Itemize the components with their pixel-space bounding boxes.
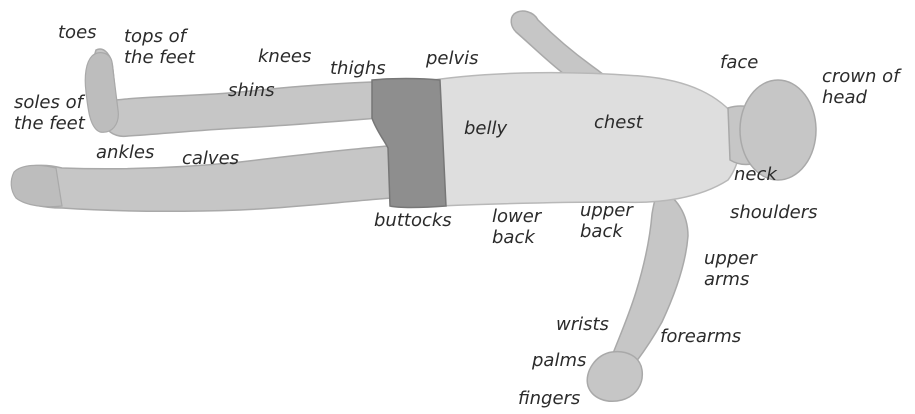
label-neck: neck <box>734 164 777 185</box>
label-belly: belly <box>464 118 507 139</box>
label-upper-arms: upper arms <box>704 248 757 290</box>
label-shoulders: shoulders <box>730 202 818 223</box>
label-lower-back: lower back <box>492 206 541 248</box>
label-upper-back: upper back <box>580 200 633 242</box>
label-pelvis: pelvis <box>426 48 479 69</box>
lower-foot <box>11 165 62 206</box>
label-wrists: wrists <box>556 314 609 335</box>
raised-foot <box>85 53 118 133</box>
label-face: face <box>720 52 758 73</box>
label-shins: shins <box>228 80 275 101</box>
label-tops-of-the-feet: tops of the feet <box>124 26 195 68</box>
label-thighs: thighs <box>330 58 386 79</box>
label-knees: knees <box>258 46 311 67</box>
label-calves: calves <box>182 148 239 169</box>
label-buttocks: buttocks <box>374 210 452 231</box>
label-toes: toes <box>58 22 97 43</box>
label-soles-of-the-feet: soles of the feet <box>14 92 85 134</box>
label-ankles: ankles <box>96 142 154 163</box>
label-forearms: forearms <box>660 326 741 347</box>
label-chest: chest <box>594 112 643 133</box>
label-fingers: fingers <box>518 388 580 409</box>
label-crown-of-head: crown of head <box>822 66 900 108</box>
label-palms: palms <box>532 350 586 371</box>
hand <box>587 352 642 402</box>
torso-shirt <box>416 73 741 206</box>
